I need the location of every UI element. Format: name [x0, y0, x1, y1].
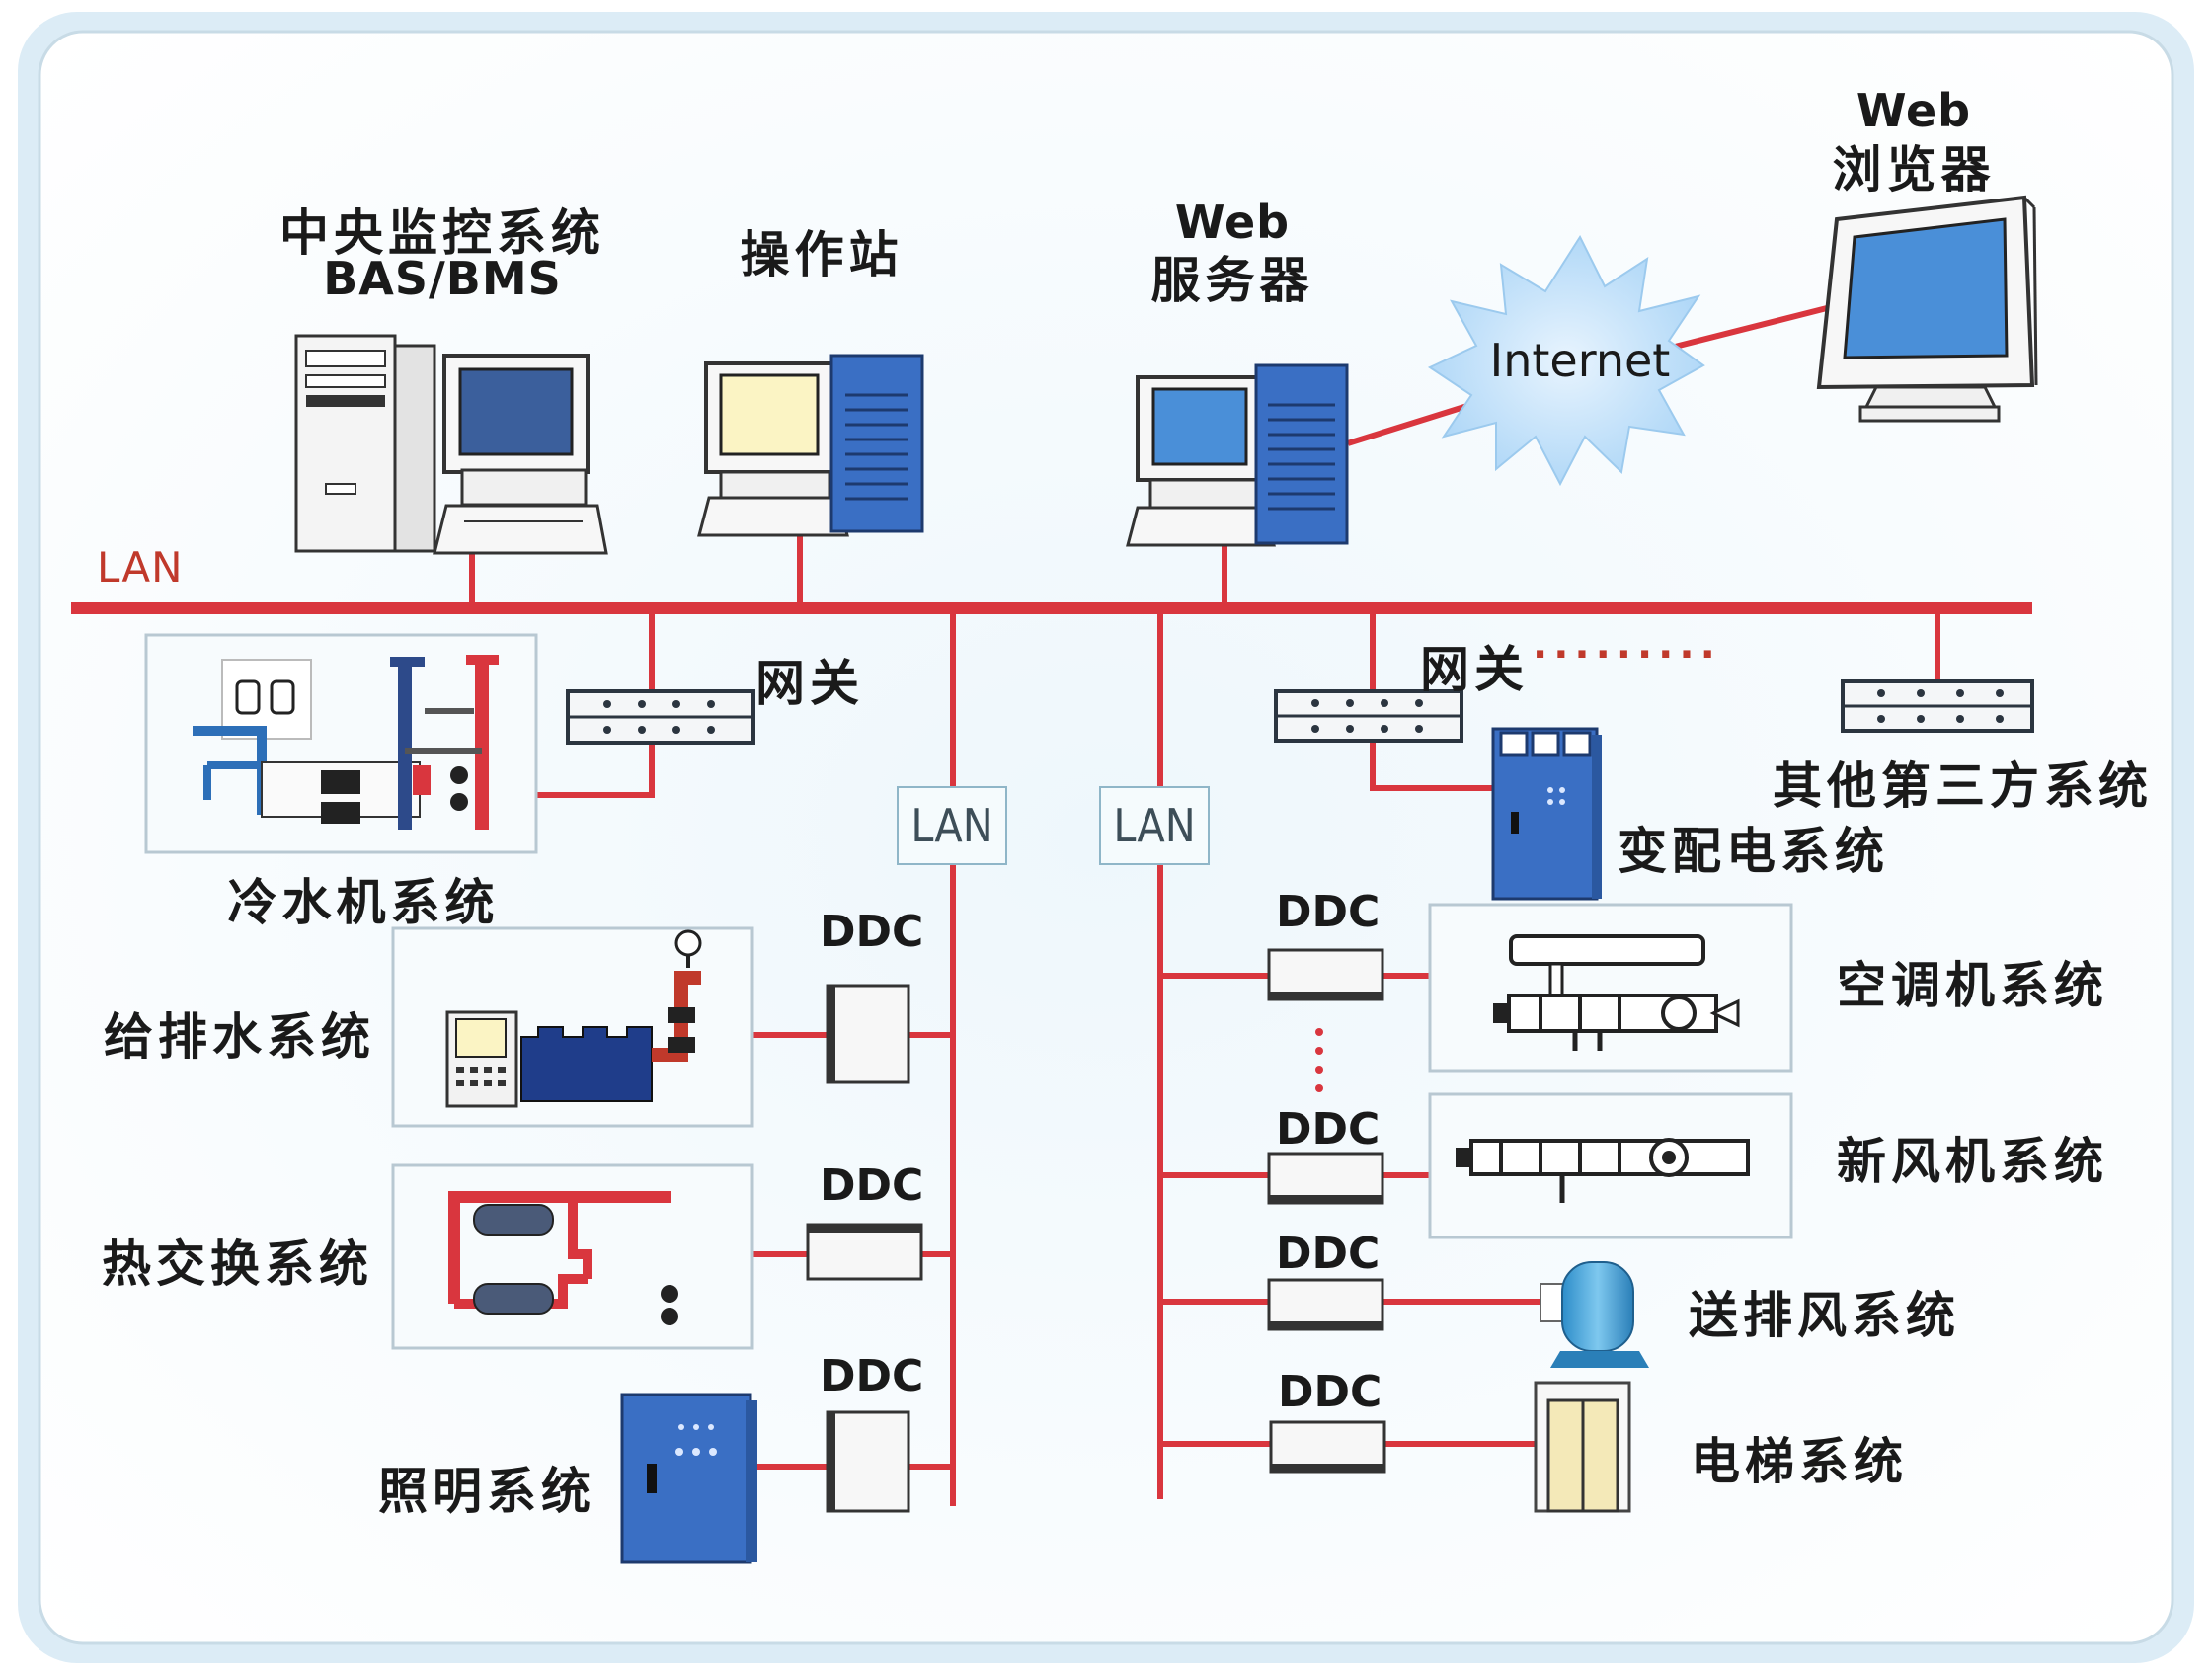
central-monitor-title: 中央监控系统	[279, 204, 605, 262]
ddc-label-elevator: DDC	[1278, 1367, 1382, 1417]
ddc-label-lighting: DDC	[820, 1351, 924, 1401]
ddc-module-exhaust	[1267, 1278, 1384, 1331]
ddc-label-exhaust: DDC	[1276, 1229, 1381, 1279]
chiller-system-label: 冷水机系统	[227, 874, 500, 931]
ddc-module-lighting	[826, 1410, 910, 1513]
internet-cloud-icon	[1427, 234, 1705, 487]
fresh-air-system-label: 新风机系统	[1837, 1133, 2108, 1190]
ddc-module-ahu	[1267, 948, 1384, 1001]
gateway-right-icon	[1274, 689, 1463, 743]
web-browser-monitor-icon	[1816, 195, 2038, 423]
power-distribution-cabinet-icon	[1491, 727, 1602, 901]
gateway-left-icon	[566, 689, 755, 745]
web-server-label-line1: Web	[1174, 196, 1291, 249]
power-system-label: 变配电系统	[1618, 823, 1889, 880]
ahu-system-label: 空调机系统	[1837, 957, 2108, 1014]
lighting-cabinet-icon	[620, 1393, 757, 1564]
gateway-more-dots: ·········	[1533, 632, 1721, 678]
central-monitor-computer-icon	[294, 334, 608, 555]
ddc-module-water	[826, 984, 910, 1084]
third-party-device-icon	[1841, 679, 2034, 733]
ddc-module-fresh-air	[1267, 1152, 1384, 1205]
web-server-label-line2: 服务器	[1150, 252, 1314, 309]
ddc-label-fresh-air: DDC	[1276, 1104, 1381, 1155]
lighting-system-label: 照明系统	[378, 1463, 595, 1520]
gateway-right-label: 网关	[1420, 641, 1529, 698]
water-system-label: 给排水系统	[104, 1008, 375, 1066]
elevator-system-label: 电梯系统	[1691, 1433, 1908, 1490]
gateway-left-label: 网关	[755, 655, 864, 712]
central-monitor-subtitle: BAS/BMS	[323, 252, 562, 305]
operator-station-label: 操作站	[740, 226, 904, 283]
fresh-air-system-panel	[1428, 1092, 1793, 1239]
chiller-system-panel	[144, 633, 538, 854]
ddc-module-heat	[806, 1223, 923, 1281]
ahu-system-panel	[1428, 903, 1793, 1073]
ddc-label-water: DDC	[820, 907, 924, 957]
sub-lan-right: LAN	[1099, 786, 1210, 865]
web-browser-label-line1: Web	[1856, 84, 1972, 137]
exhaust-fan-icon	[1540, 1261, 1649, 1368]
elevator-icon	[1534, 1381, 1631, 1513]
operator-station-computer-icon	[697, 354, 924, 537]
exhaust-system-label: 送排风系统	[1689, 1287, 1960, 1344]
ddc-module-elevator	[1269, 1420, 1386, 1474]
ddc-label-ahu: DDC	[1276, 887, 1381, 937]
lan-bus-label: LAN	[97, 543, 184, 592]
web-browser-label-line2: 浏览器	[1832, 141, 1996, 199]
internet-label: Internet	[1489, 334, 1671, 387]
water-system-panel	[391, 926, 754, 1128]
ddc-label-heat: DDC	[820, 1160, 924, 1211]
web-server-computer-icon	[1126, 363, 1349, 547]
sub-lan-left: LAN	[897, 786, 1007, 865]
heat-exchange-system-panel	[391, 1163, 754, 1350]
third-party-system-label: 其他第三方系统	[1773, 758, 2153, 815]
ddc-continuation-dots	[1315, 1028, 1323, 1092]
heat-exchange-system-label: 热交换系统	[102, 1236, 373, 1293]
